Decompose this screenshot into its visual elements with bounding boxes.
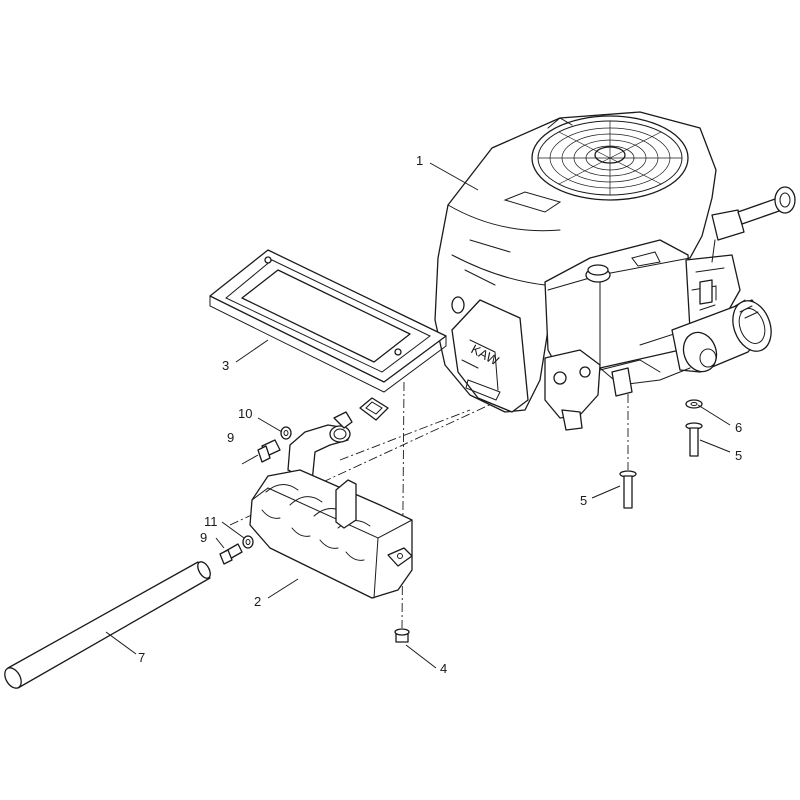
flange-bolt-center (619, 470, 637, 509)
callout-5-center: 5 (580, 493, 587, 508)
callout-1: 1 (416, 153, 423, 168)
callout-6: 6 (735, 420, 742, 435)
callout-5-right: 5 (735, 448, 742, 463)
flange-nut (394, 628, 410, 643)
callout-labels: 1 2 3 4 5 5 6 7 9 9 10 11 (138, 153, 742, 676)
callout-4: 4 (440, 661, 447, 676)
tailpipe (4, 561, 211, 689)
oil-filter (671, 299, 772, 373)
muffler-bolt-lower (219, 543, 243, 565)
lock-washer-upper (280, 426, 292, 440)
callout-2: 2 (254, 594, 261, 609)
cylinder-block: KAW (451, 296, 529, 413)
muffler-gasket (209, 249, 447, 393)
callout-9-upper: 9 (227, 430, 234, 445)
exhaust-flange-gasket (359, 397, 389, 421)
callout-10: 10 (238, 406, 252, 421)
muffler-bolt-upper (257, 439, 281, 463)
engine-assembly: KAW (434, 111, 796, 431)
fan-guard (531, 115, 689, 201)
carburetor (544, 349, 661, 431)
assembly-centerlines (229, 381, 629, 629)
oil-fill-tube (711, 186, 796, 263)
muffler (249, 411, 413, 599)
callout-9-lower: 9 (200, 530, 207, 545)
callout-11: 11 (204, 514, 218, 529)
leader-lines (105, 162, 731, 669)
flange-bolt-right (685, 422, 703, 457)
washer-right (685, 399, 703, 409)
lock-washer-lower (242, 535, 254, 549)
callout-3: 3 (222, 358, 229, 373)
callout-7: 7 (138, 650, 145, 665)
